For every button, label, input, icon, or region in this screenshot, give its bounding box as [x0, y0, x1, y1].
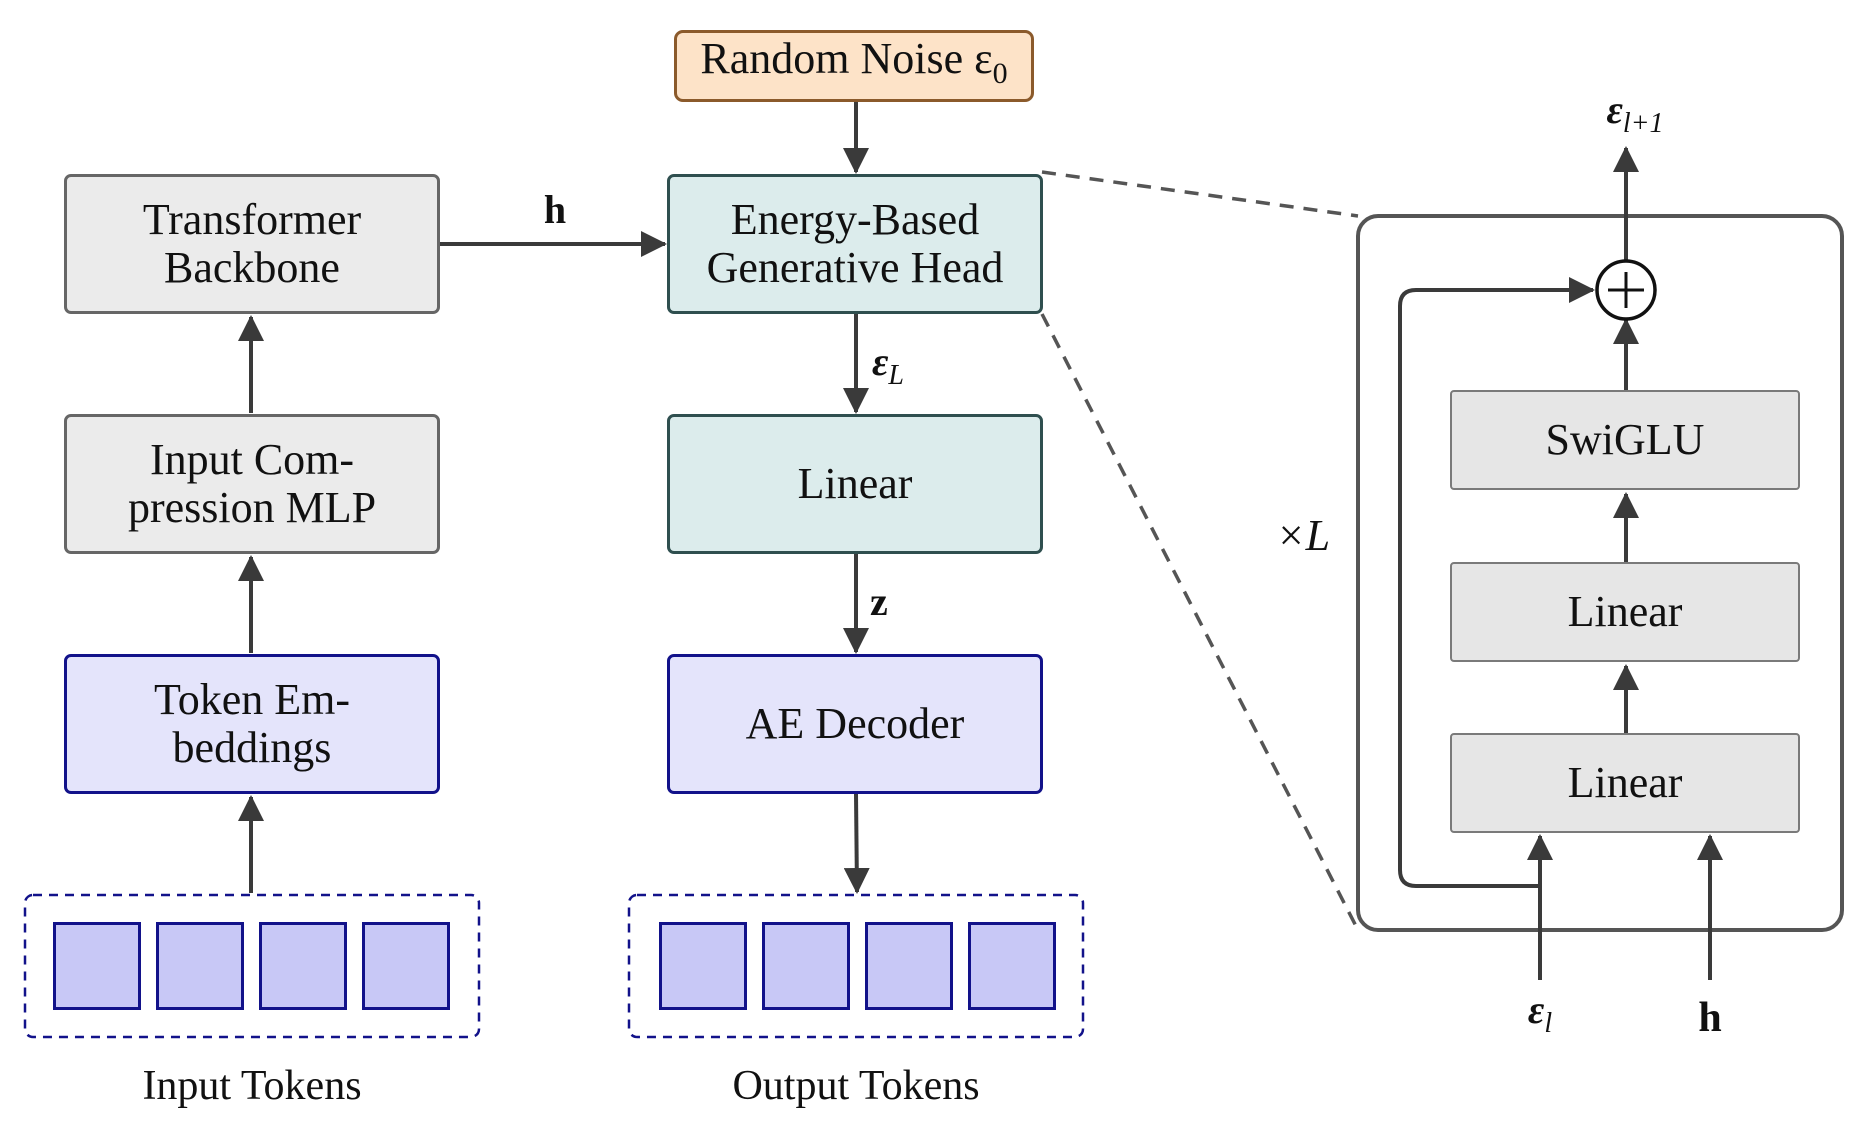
token-embeddings-label-2: beddings: [172, 723, 332, 772]
generative-head-detail-panel: [1356, 214, 1844, 932]
energy-head-label-2: Generative Head: [706, 243, 1004, 292]
inner-linear-bottom-label: Linear: [1567, 758, 1683, 807]
input-token-square: [362, 922, 450, 1010]
output-token-square: [659, 922, 747, 1010]
input-tokens-group: [23, 893, 481, 1039]
token-embeddings-label-1: Token Em-: [153, 675, 351, 724]
residual-skip-connection: [1398, 277, 1595, 888]
arrow-decoder-to-output-tokens: [843, 793, 870, 894]
input-compression-mlp-box: Input Com-pression MLP: [64, 414, 440, 554]
inner-linear-top-label: Linear: [1567, 587, 1683, 636]
repeat-label: ×L: [1275, 511, 1331, 560]
random-noise-label: Random Noise ε0: [700, 33, 1008, 90]
input-tokens-caption: Input Tokens: [142, 1063, 362, 1109]
edge-label-eps-l-upper: εL: [872, 339, 904, 391]
random-noise-box: Random Noise ε0: [674, 30, 1034, 102]
input-compression-label-1: Input Com-: [149, 435, 355, 484]
edge-label-h-input: h: [1698, 995, 1722, 1041]
input-token-square: [53, 922, 141, 1010]
input-token-square: [156, 922, 244, 1010]
swiglu-label: SwiGLU: [1545, 415, 1705, 464]
edge-label-z: z: [870, 579, 888, 624]
linear-box: Linear: [667, 414, 1043, 554]
inner-linear-top-box: Linear: [1450, 562, 1800, 662]
output-token-square: [865, 922, 953, 1010]
output-tokens-caption: Output Tokens: [732, 1063, 980, 1109]
output-token-square: [968, 922, 1056, 1010]
transformer-backbone-label-1: Transformer: [142, 195, 362, 244]
edge-label-h: h: [543, 187, 567, 232]
inner-linear-bottom-box: Linear: [1450, 733, 1800, 833]
edge-label-eps-l: εl: [1527, 987, 1553, 1039]
energy-head-label-1: Energy-Based: [730, 195, 980, 244]
transformer-backbone-label-2: Backbone: [164, 243, 340, 292]
input-token-square: [259, 922, 347, 1010]
input-compression-label-2: pression MLP: [127, 483, 377, 532]
zoom-line-top: [1041, 170, 1359, 218]
swiglu-box: SwiGLU: [1450, 390, 1800, 490]
output-token-square: [762, 922, 850, 1010]
ae-decoder-box: AE Decoder: [667, 654, 1043, 794]
token-embeddings-box: Token Em-beddings: [64, 654, 440, 794]
ae-decoder-label: AE Decoder: [745, 699, 965, 748]
output-tokens-group: [627, 893, 1085, 1039]
linear-label: Linear: [797, 459, 913, 508]
zoom-line-bottom: [1040, 313, 1360, 931]
edge-label-eps-next: εl+1: [1606, 87, 1664, 139]
